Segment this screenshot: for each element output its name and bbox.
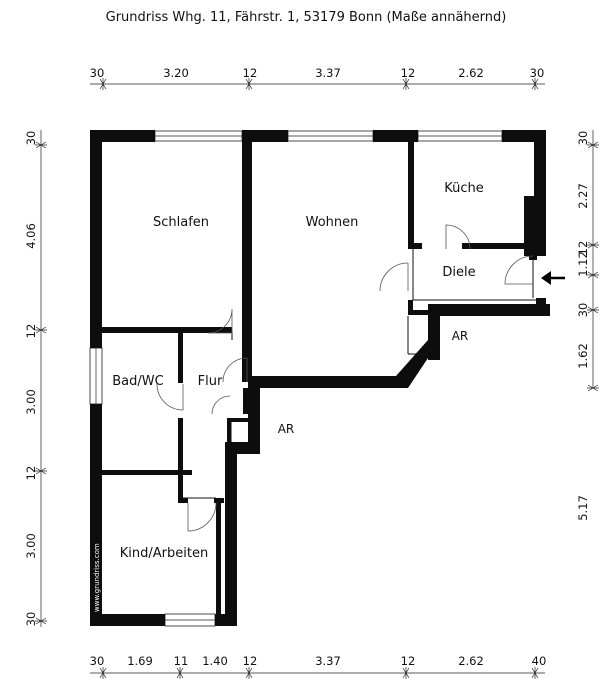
dim-bottom-4: 1.40 — [202, 654, 228, 668]
room-bad: Bad/WC — [112, 374, 163, 389]
dim-left-6: 3.00 — [24, 533, 38, 559]
room-wohnen: Wohnen — [306, 215, 359, 230]
door-schlafen — [207, 308, 233, 334]
room-kind: Kind/Arbeiten — [120, 546, 208, 561]
door-wohnen — [222, 357, 248, 383]
door-kind — [187, 502, 217, 532]
bottom-dimensions: 30 1.69 11 1.40 12 3.37 12 2.62 40 — [90, 654, 547, 668]
dim-right-5: 30 — [576, 303, 590, 318]
dim-top-1: 30 — [90, 66, 105, 80]
dim-top-6: 2.62 — [458, 66, 484, 80]
dim-top-4: 3.37 — [315, 66, 341, 80]
windows — [89, 130, 503, 627]
left-dimensions: 30 4.06 12 3.00 12 3.00 30 — [24, 131, 38, 627]
watermark: www.grundriss.com — [93, 543, 101, 612]
dim-top-3: 12 — [243, 66, 258, 80]
dim-right-4: 1.12 — [576, 251, 590, 277]
dim-left-7: 30 — [24, 612, 38, 627]
dim-bottom-6: 3.37 — [315, 654, 341, 668]
right-dimensions: 30 2.27 12 1.12 30 1.62 5.17 — [576, 131, 590, 521]
walls — [90, 130, 550, 626]
door-entrance — [504, 255, 534, 285]
top-dimensions: 30 3.20 12 3.37 12 2.62 30 — [90, 66, 545, 80]
dim-left-4: 3.00 — [24, 389, 38, 415]
dimension-lines — [35, 78, 599, 679]
dim-right-2: 2.27 — [576, 183, 590, 209]
room-ar-flur: AR — [278, 422, 295, 436]
room-flur: Flur — [198, 374, 223, 389]
dim-right-3: 12 — [576, 241, 590, 256]
doors — [156, 224, 534, 532]
dim-bottom-1: 30 — [90, 654, 105, 668]
room-ar-diele: AR — [452, 329, 469, 343]
dim-left-1: 30 — [24, 131, 38, 146]
dim-left-2: 4.06 — [24, 223, 38, 249]
dim-bottom-3: 11 — [174, 654, 189, 668]
dim-bottom-7: 12 — [401, 654, 416, 668]
dim-bottom-8: 2.62 — [458, 654, 484, 668]
dim-top-7: 30 — [530, 66, 545, 80]
entrance-arrow-icon — [541, 271, 565, 285]
thin-lines — [183, 249, 536, 499]
dim-right-6: 1.62 — [576, 343, 590, 369]
dim-right-7: 5.17 — [576, 495, 590, 521]
dim-top-5: 12 — [401, 66, 416, 80]
dim-left-5: 12 — [24, 466, 38, 481]
room-schlafen: Schlafen — [153, 215, 209, 230]
dim-bottom-9: 40 — [532, 654, 547, 668]
dim-right-1: 30 — [576, 131, 590, 146]
door-bad — [156, 383, 184, 411]
plan-title: Grundriss Whg. 11, Fährstr. 1, 53179 Bon… — [105, 10, 507, 25]
room-diele: Diele — [442, 265, 475, 280]
door-kueche — [445, 224, 471, 250]
dim-left-3: 12 — [24, 324, 38, 339]
dim-top-2: 3.20 — [163, 66, 189, 80]
room-labels: Schlafen Wohnen Küche Diele Bad/WC Flur … — [112, 181, 483, 561]
dim-bottom-2: 1.69 — [127, 654, 153, 668]
door-diele-wohnen — [379, 262, 409, 292]
dim-bottom-5: 12 — [243, 654, 258, 668]
room-kueche: Küche — [444, 181, 484, 196]
